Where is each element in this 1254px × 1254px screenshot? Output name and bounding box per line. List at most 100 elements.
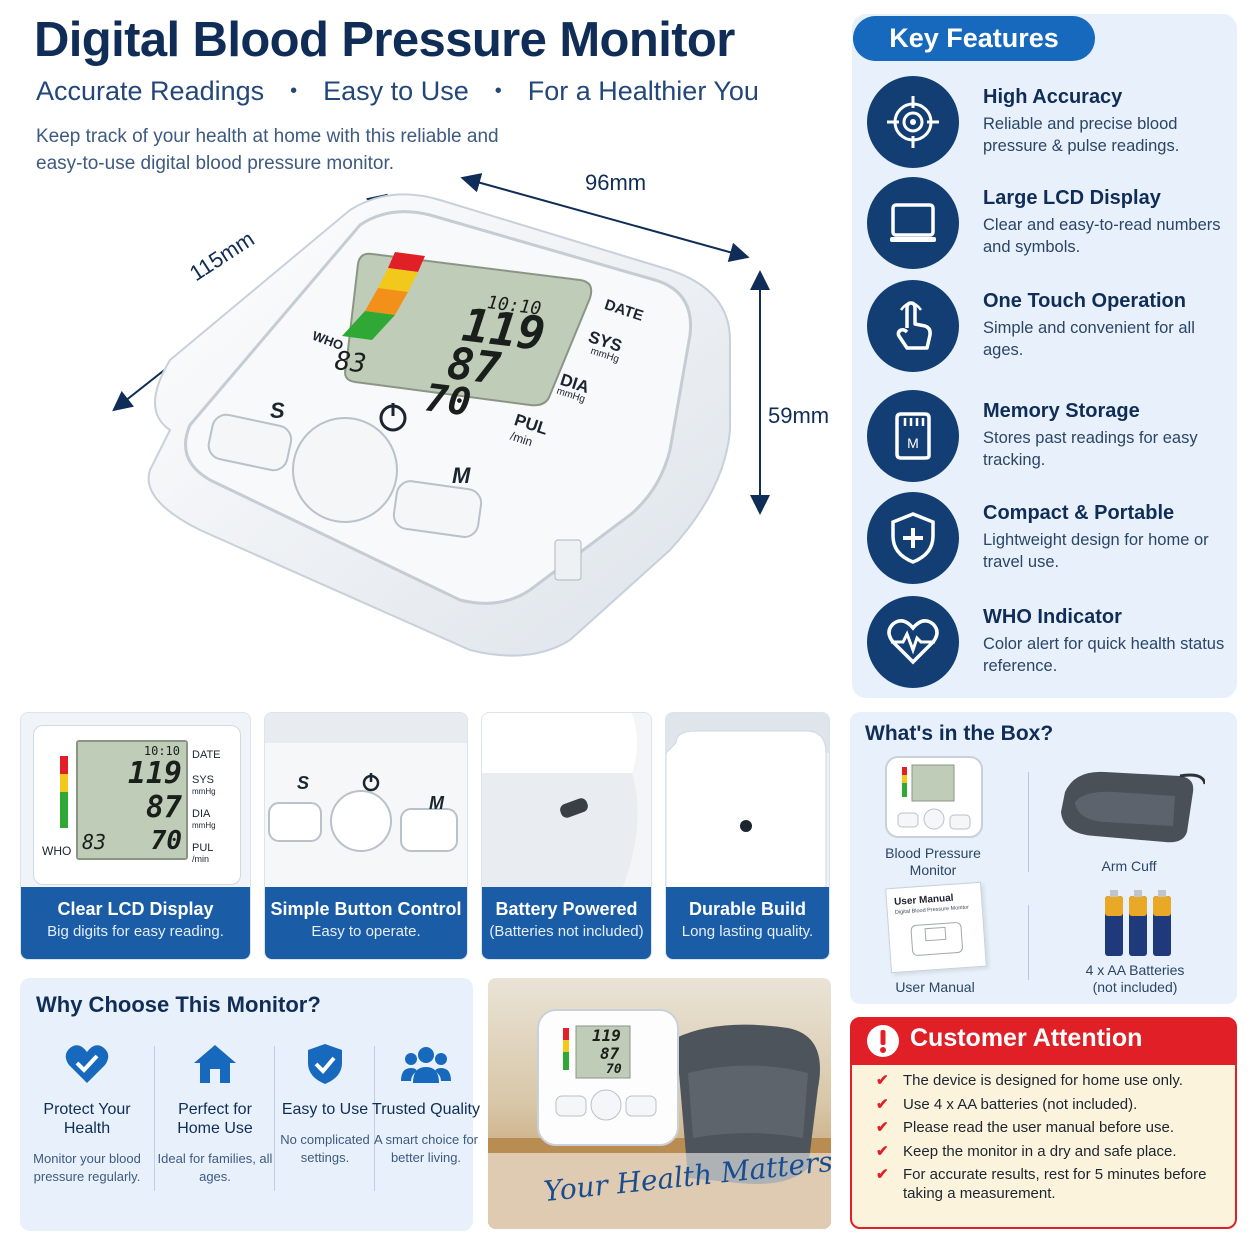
why-item-protect: Protect Your Health Monitor your blood p… (28, 1043, 146, 1186)
dimension-height: 59mm (768, 403, 830, 428)
attention-list: ✔ The device is designed for home use onl… (876, 1071, 1226, 1208)
thumb-sub: Long lasting quality. (681, 923, 814, 940)
heart-check-icon (28, 1043, 146, 1090)
attention-item: ✔ The device is designed for home use onl… (876, 1071, 1226, 1090)
closeup-s-label: S (297, 773, 310, 793)
thumb-caption: Simple Button Control Easy to operate. (265, 887, 467, 959)
feature-large-lcd: Large LCD Display Clear and easy-to-read… (867, 177, 1237, 277)
attention-item: ✔ For accurate results, rest for 5 minute… (876, 1165, 1226, 1203)
box-label-monitor: Blood Pressure Monitor (885, 845, 981, 878)
memory-card-badge: M (907, 435, 919, 451)
check-icon: ✔ (876, 1072, 889, 1089)
lcd-closeup-pul: 70 (150, 826, 182, 856)
box-item-cuff (1055, 762, 1207, 847)
lcd-pul-value: 70 (422, 375, 474, 425)
thumb-title: Simple Button Control (270, 899, 462, 919)
users-icon (367, 1043, 485, 1090)
why-item-home: Perfect for Home Use Ideal for families,… (156, 1043, 274, 1186)
check-icon: ✔ (876, 1119, 889, 1136)
thumb-caption: Durable Build Long lasting quality. (666, 887, 829, 959)
why-title: Perfect for Home Use (177, 1101, 253, 1137)
why-choose-panel (20, 978, 473, 1231)
thumb-sub: Easy to operate. (311, 923, 421, 940)
heart-pulse-icon (867, 596, 959, 688)
lcd-closeup-time: 10:10 (143, 744, 180, 758)
closeup-date: DATE (192, 749, 221, 761)
feature-title: Compact & Portable (983, 502, 1175, 524)
thumb-title: Durable Build (688, 899, 806, 919)
product-illustration (110, 170, 850, 690)
box-item-batteries (1103, 888, 1173, 958)
thumb-caption: Clear LCD Display Big digits for easy re… (21, 887, 250, 959)
closeup-sys: SYS (192, 774, 215, 786)
thumb-battery-powered: Battery Powered (Batteries not included) (481, 712, 652, 960)
why-desc: Ideal for families, all ages. (157, 1151, 273, 1184)
why-item-easy: Easy to Use No complicated settings. (266, 1043, 384, 1167)
box-label-manual: User Manual (895, 979, 975, 995)
closeup-dia-unit: mmHg (192, 821, 216, 830)
check-icon: ✔ (876, 1166, 889, 1183)
manual-drawing (910, 922, 963, 956)
why-heading: Why Choose This Monitor? (36, 992, 321, 1017)
attention-header (851, 1018, 1236, 1065)
buttons-closeup (265, 713, 467, 852)
photo-lcd-dia: 87 (600, 1044, 620, 1063)
finger-tap-icon (867, 280, 959, 372)
mini-monitor-image (885, 756, 983, 838)
feature-who-indicator: WHO Indicator Color alert for quick heal… (867, 596, 1237, 696)
closeup-sys-unit: mmHg (192, 787, 216, 796)
tagline-1: Accurate Readings (36, 76, 265, 106)
arm-cuff-image (1061, 771, 1207, 843)
check-icon: ✔ (876, 1142, 889, 1160)
memory-card-icon: M (867, 390, 959, 482)
target-icon (867, 76, 959, 168)
why-desc: No complicated settings. (280, 1132, 370, 1165)
tagline-3: For a Healthier You (527, 76, 759, 106)
closeup-pul: PUL (192, 842, 214, 854)
attention-text: For accurate results, rest for 5 minutes… (903, 1166, 1207, 1202)
key-features-heading: Key Features (853, 16, 1095, 61)
thumb-sub: (Batteries not included) (489, 923, 644, 940)
tagline-2: Easy to Use (323, 76, 469, 106)
why-title: Easy to Use (281, 1101, 369, 1118)
alert-icon (865, 1023, 901, 1064)
box-item-manual: User Manual Digital Blood Pressure Monit… (885, 881, 987, 974)
thumb-title: Clear LCD Display (57, 899, 214, 919)
lcd-closeup: 10:10 119 87 83 70 WHO DATE SYS mmHg DIA… (33, 725, 241, 885)
lifestyle-photo: 119 87 70 Your Health Matters (488, 978, 831, 1229)
closeup-m-label: M (429, 793, 444, 813)
feature-compact-portable: Compact & Portable Lightweight design fo… (867, 492, 1237, 592)
attention-text: Use 4 x AA batteries (not included). (903, 1095, 1138, 1113)
lifestyle-scene (488, 1009, 831, 1229)
attention-text: The device is designed for home use only… (903, 1072, 1183, 1089)
home-icon (156, 1043, 274, 1090)
thumb-sub: Big digits for easy reading. (47, 923, 224, 940)
why-title: Protect Your Health (43, 1101, 131, 1137)
attention-item: ✔Use 4 x AA batteries (not included). (876, 1095, 1226, 1114)
feature-desc: Color alert for quick health status refe… (983, 635, 1225, 675)
feature-title: Memory Storage (983, 400, 1140, 422)
feature-high-accuracy: High Accuracy Reliable and precise blood… (867, 76, 1237, 176)
button-m-label: M (452, 463, 471, 488)
feature-desc: Stores past readings for easy tracking. (983, 429, 1198, 469)
feature-title: WHO Indicator (983, 606, 1122, 628)
lcd-closeup-extra: 83 (82, 830, 107, 854)
tagline-row: Accurate Readings • Easy to Use • For a … (36, 76, 759, 107)
shield-plus-icon (867, 492, 959, 584)
feature-one-touch: One Touch Operation Simple and convenien… (867, 280, 1237, 380)
box-label-cuff: Arm Cuff (1101, 858, 1157, 874)
feature-title: High Accuracy (983, 86, 1123, 108)
photo-lcd-sys: 119 (592, 1026, 621, 1045)
box-heading: What's in the Box? (865, 722, 1054, 745)
lcd-closeup-who: WHO (42, 844, 72, 858)
attention-text: Keep the monitor in a dry and safe place… (903, 1142, 1177, 1160)
feature-title: One Touch Operation (983, 290, 1186, 312)
why-desc: Monitor your blood pressure regularly. (33, 1151, 141, 1184)
feature-desc: Lightweight design for home or travel us… (983, 531, 1209, 571)
thumb-clear-lcd: 10:10 119 87 83 70 WHO DATE SYS mmHg DIA… (20, 712, 251, 960)
body-closeup (666, 713, 829, 890)
side-port-closeup (482, 713, 651, 889)
feature-desc: Simple and convenient for all ages. (983, 319, 1195, 359)
battery-icon (1105, 890, 1171, 956)
photo-lcd-pul: 70 (606, 1062, 622, 1077)
